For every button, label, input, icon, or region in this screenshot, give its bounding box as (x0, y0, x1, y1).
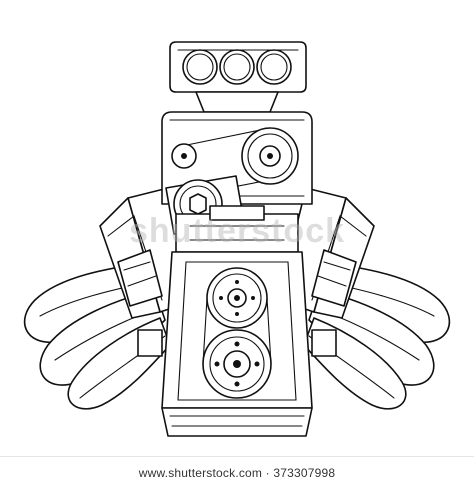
footer-credit: www.shutterstock.com · 373307998 (138, 466, 336, 480)
intake-manifold (175, 205, 299, 253)
engine-illustration (23, 41, 451, 437)
air-scoop (169, 41, 307, 113)
footer-bar: www.shutterstock.com · 373307998 (0, 456, 474, 489)
engine-line-art (23, 41, 451, 437)
timing-cover (161, 251, 313, 409)
oil-pan (161, 407, 313, 437)
